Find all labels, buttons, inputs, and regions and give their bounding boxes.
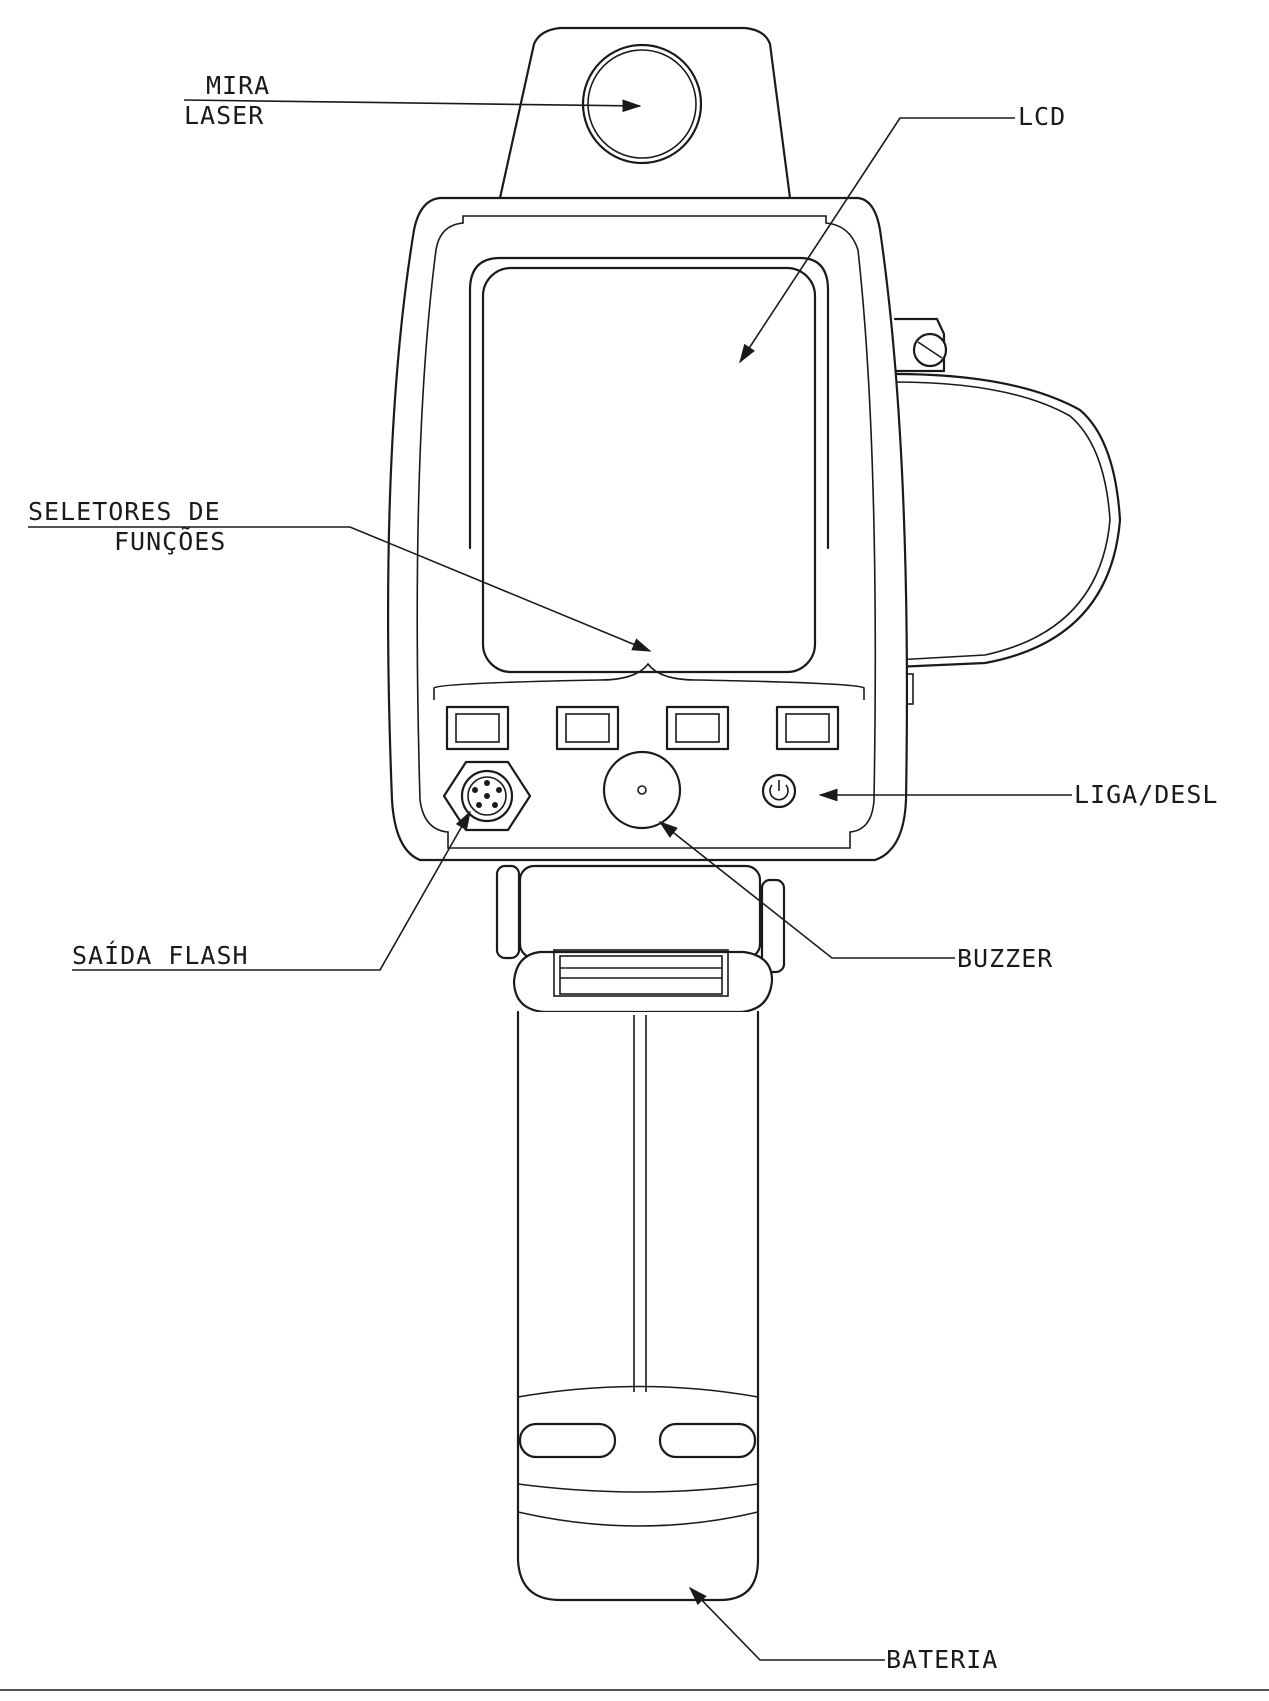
hand-strap [893, 317, 1122, 705]
selector-brace [433, 662, 865, 700]
label-laser: LASER [184, 101, 264, 130]
function-button-2[interactable] [555, 705, 620, 751]
callout-lines [28, 99, 1072, 1661]
battery-compartment [517, 1385, 759, 1527]
lcd-screen [481, 266, 817, 674]
function-button-1[interactable] [445, 705, 510, 751]
label-liga-desl: LIGA/DESL [1074, 780, 1218, 809]
laser-sight-lens-inner [587, 49, 697, 159]
callout-saida-flash [72, 810, 471, 971]
handle [516, 1010, 760, 1602]
label-bateria: BATERIA [886, 1645, 998, 1674]
label-lcd: LCD [1018, 102, 1066, 131]
main-body-bezel [416, 215, 877, 849]
label-mira: MIRA [206, 71, 270, 100]
lcd-outer-frame [468, 256, 830, 550]
laser-sight-lens [581, 43, 703, 165]
callout-bateria [688, 1586, 885, 1661]
label-seletores: SELETORES DE [28, 497, 221, 526]
callout-seletores [28, 526, 652, 652]
callout-lcd [739, 117, 1015, 364]
callout-mira-laser [183, 99, 642, 113]
label-buzzer: BUZZER [957, 944, 1053, 973]
function-selectors [445, 705, 840, 751]
function-button-4[interactable] [775, 705, 840, 751]
label-funcoes: FUNÇÕES [114, 526, 226, 556]
buzzer-icon [602, 750, 682, 830]
callout-buzzer [658, 821, 955, 959]
function-button-3[interactable] [665, 705, 730, 751]
power-icon[interactable] [761, 773, 797, 809]
grip-neck [495, 864, 786, 1014]
labels: MIRA LASER LCD SELETORES DE FUNÇÕES LIGA… [28, 71, 1218, 1674]
label-saida-flash: SAÍDA FLASH [72, 941, 249, 970]
device-drawing [386, 26, 1122, 1602]
